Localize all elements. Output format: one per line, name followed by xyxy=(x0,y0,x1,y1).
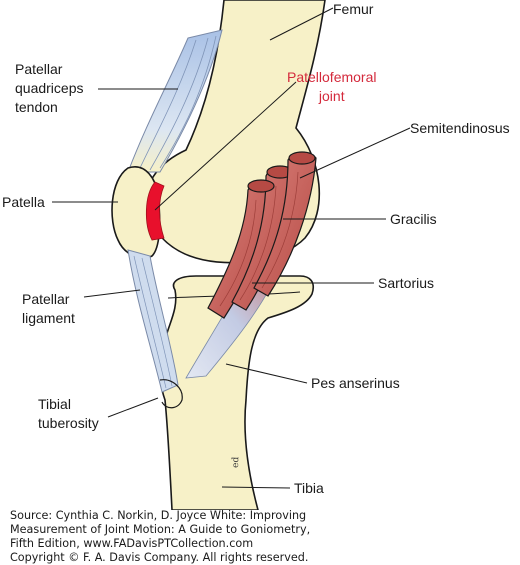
sartorius-top xyxy=(247,179,275,193)
patellar-ligament-fibers xyxy=(133,255,173,389)
knee-anatomy-illustration: ed xyxy=(52,0,411,510)
label-gracilis: Gracilis xyxy=(390,211,437,227)
label-tibia: Tibia xyxy=(294,480,324,496)
patellofemoral-joint xyxy=(145,181,165,241)
label-tibial-tuberosity: Tibial tuberosity xyxy=(38,396,99,431)
semitendinosus-top xyxy=(288,151,316,165)
quadriceps-tendon xyxy=(127,29,223,173)
leader-lines xyxy=(52,7,411,489)
label-patellofemoral-joint: Patellofemoral joint xyxy=(287,69,377,104)
label-patellar-ligament: Patellar ligament xyxy=(22,291,75,326)
muscle-fibers xyxy=(219,171,299,307)
quadriceps-tendon-fibers xyxy=(139,35,217,171)
artist-signature: ed xyxy=(231,456,241,468)
label-semitendinosus: Semitendinosus xyxy=(410,120,510,136)
label-femur: Femur xyxy=(333,1,374,17)
label-pes-anserinus: Pes anserinus xyxy=(311,375,400,391)
tibial-tuberosity xyxy=(159,379,183,409)
label-patellar-quadriceps-tendon: Patellar quadriceps tendon xyxy=(15,61,84,115)
source-citation: Source: Cynthia C. Norkin, D. Joyce Whit… xyxy=(10,509,311,564)
label-patella: Patella xyxy=(2,194,45,210)
label-sartorius: Sartorius xyxy=(378,275,435,291)
